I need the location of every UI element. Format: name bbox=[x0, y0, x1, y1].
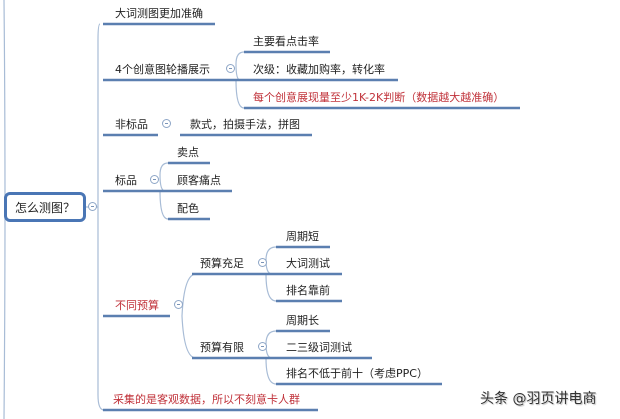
limited-child-long-cycle[interactable]: 周期长 bbox=[286, 314, 319, 327]
branch-non-standard[interactable]: 非标品 bbox=[115, 118, 148, 131]
non-standard-collapse-toggle[interactable] bbox=[162, 119, 171, 128]
creative-child-secondary[interactable]: 次级：收藏加购率，转化率 bbox=[253, 63, 385, 76]
branch-standard[interactable]: 标品 bbox=[115, 174, 137, 187]
root-label: 怎么测图？ bbox=[14, 200, 75, 215]
standard-collapse-toggle[interactable] bbox=[150, 175, 159, 184]
standard-child-selling-point[interactable]: 卖点 bbox=[177, 146, 199, 159]
budget-collapse-toggle[interactable] bbox=[174, 300, 183, 309]
root-collapse-toggle[interactable] bbox=[88, 202, 97, 211]
budget-limited[interactable]: 预算有限 bbox=[200, 341, 244, 354]
standard-child-pain-point[interactable]: 顾客痛点 bbox=[177, 174, 221, 187]
branch-creative-carousel[interactable]: 4个创意图轮播展示 bbox=[115, 63, 210, 76]
branch-large-keyword[interactable]: 大词测图更加准确 bbox=[115, 7, 203, 20]
watermark: 头条 @羽页讲电商 bbox=[480, 391, 597, 407]
standard-child-color[interactable]: 配色 bbox=[177, 202, 199, 215]
sufficient-child-short-cycle[interactable]: 周期短 bbox=[286, 230, 319, 243]
creative-collapse-toggle[interactable] bbox=[226, 64, 235, 73]
root-node[interactable]: 怎么测图？ bbox=[4, 192, 86, 222]
budget-sufficient-collapse-toggle[interactable] bbox=[258, 258, 267, 267]
limited-child-rank-top10[interactable]: 排名不低于前十（考虑PPC） bbox=[286, 367, 428, 380]
sufficient-child-large-keyword[interactable]: 大词测试 bbox=[286, 257, 330, 270]
branch-budget[interactable]: 不同预算 bbox=[115, 299, 159, 312]
branch-objective-data[interactable]: 采集的是客观数据，所以不刻意卡人群 bbox=[113, 393, 300, 406]
creative-child-ctr[interactable]: 主要看点击率 bbox=[253, 35, 319, 48]
budget-limited-collapse-toggle[interactable] bbox=[258, 342, 267, 351]
budget-sufficient[interactable]: 预算充足 bbox=[200, 257, 244, 270]
limited-child-secondary-keyword[interactable]: 二三级词测试 bbox=[286, 341, 352, 354]
sufficient-child-top-rank[interactable]: 排名靠前 bbox=[286, 284, 330, 297]
non-standard-child-style[interactable]: 款式，拍摄手法，拼图 bbox=[190, 118, 300, 131]
creative-child-impressions[interactable]: 每个创意展现量至少1K-2K判断（数据越大越准确） bbox=[253, 91, 505, 104]
